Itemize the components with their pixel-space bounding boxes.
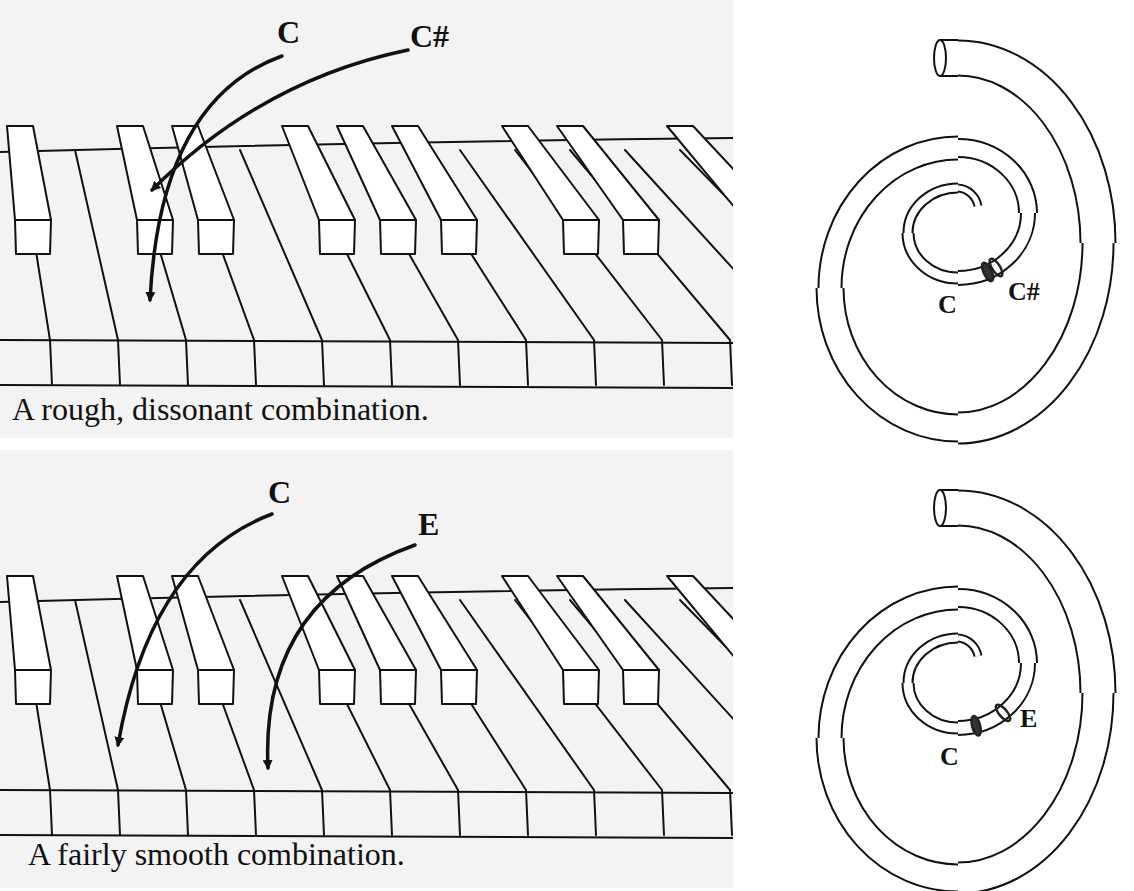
place-markers xyxy=(970,257,1013,737)
piano-keyboard xyxy=(0,450,866,888)
note-name: C xyxy=(277,14,300,51)
place-label: E xyxy=(1020,704,1037,734)
place-label: C xyxy=(938,290,957,320)
cochlea-spiral xyxy=(830,40,1098,428)
place-label: C# xyxy=(1008,277,1040,307)
piano-keyboard xyxy=(0,0,866,438)
note-name: C# xyxy=(410,18,449,55)
note-name: E xyxy=(418,506,439,543)
place-label: C xyxy=(940,742,959,772)
cochlea-spiral xyxy=(830,490,1098,878)
note-name: C xyxy=(268,474,291,511)
caption-text: A fairly smooth combination. xyxy=(28,836,405,873)
caption-text: A rough, dissonant combination. xyxy=(12,391,429,428)
